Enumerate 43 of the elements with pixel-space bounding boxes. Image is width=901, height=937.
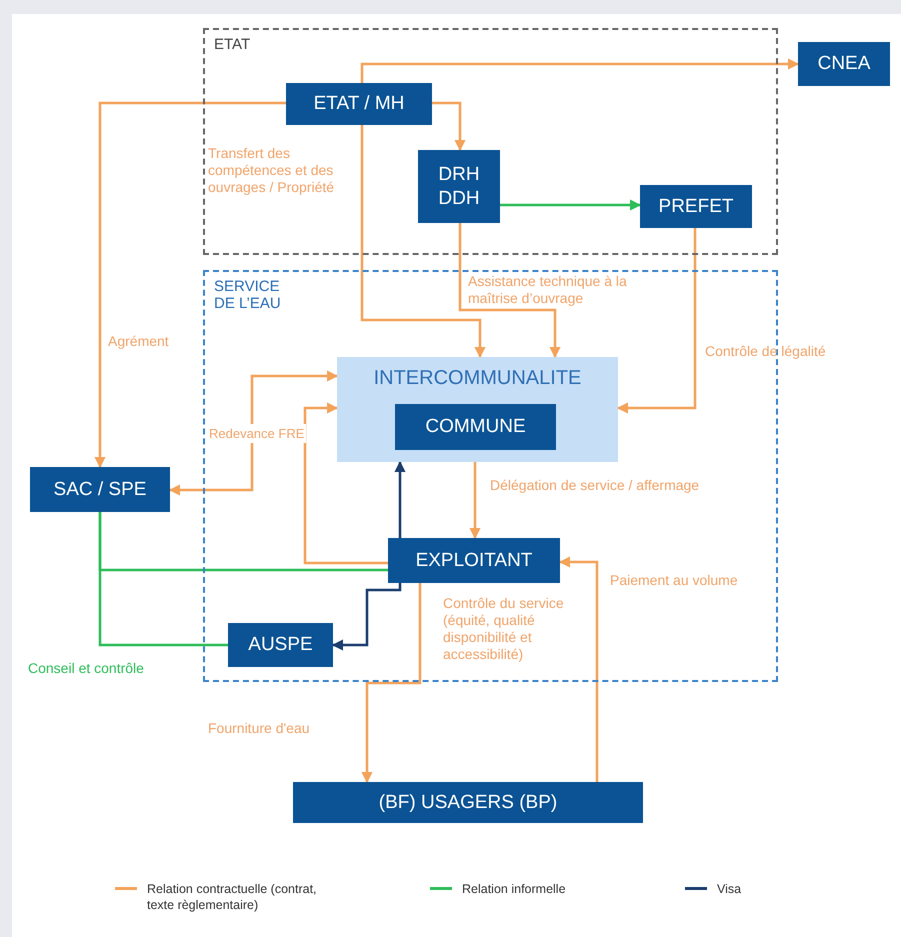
group-title: SERVICE DE L’EAU: [214, 278, 282, 312]
arrow: [458, 223, 561, 358]
arrow: [558, 556, 598, 782]
note-text: Contrôle du service (équité, qualité disponibilité et accessibilité): [443, 595, 565, 663]
arrow: [332, 583, 402, 651]
arrow: [469, 462, 481, 540]
entity-box: ETAT / MH: [286, 83, 432, 125]
edge-label: Contrôle de légalité: [705, 343, 827, 360]
group-frame: [203, 270, 778, 682]
entity-box: EXPLOITANT: [388, 538, 560, 583]
entity-box: (BF) USAGERS (BP): [293, 782, 643, 823]
entity-box: COMMUNE: [395, 404, 556, 450]
legend-text: Relation contractuelle (contrat, texte règlementaire): [147, 881, 318, 913]
entity-box: SAC / SPE: [30, 467, 170, 512]
arrow: [500, 199, 642, 211]
arrow: [360, 58, 800, 83]
connector-line: [98, 512, 228, 646]
arrow: [360, 125, 486, 358]
edge-label: Fourniture d'eau: [208, 720, 311, 737]
group-frame: [203, 28, 778, 255]
edge-label: Redevance FRE: [207, 424, 306, 443]
entity-box: PREFET: [640, 185, 752, 228]
edge-label: Paiement au volume: [610, 572, 739, 589]
arrow: [94, 102, 286, 468]
arrow: [394, 460, 406, 538]
legend-text: Visa: [717, 881, 742, 897]
edge-label: Assistance technique à la maîtrise d’ouvrage: [468, 273, 628, 307]
edge-label: Transfert des compétences et des ouvrages / Propriété: [208, 145, 336, 196]
edge-label: Délégation de service / affermage: [490, 477, 700, 494]
group-box: [337, 357, 618, 462]
legend-text: Relation informelle: [462, 881, 567, 897]
entity-box: DRH DDH: [418, 150, 500, 223]
arrow: [616, 228, 696, 414]
entity-box: AUSPE: [228, 623, 333, 667]
arrow: [304, 402, 388, 564]
edge-label: Agrément: [108, 333, 170, 350]
arrow: [361, 583, 422, 784]
entity-box: CNEA: [798, 42, 890, 86]
arrow: [432, 102, 466, 152]
arrow: [168, 370, 338, 496]
group-title: ETAT: [214, 36, 252, 53]
group-title: INTERCOMMUNALITE: [372, 367, 582, 389]
edge-label: Conseil et contrôle: [28, 660, 145, 677]
